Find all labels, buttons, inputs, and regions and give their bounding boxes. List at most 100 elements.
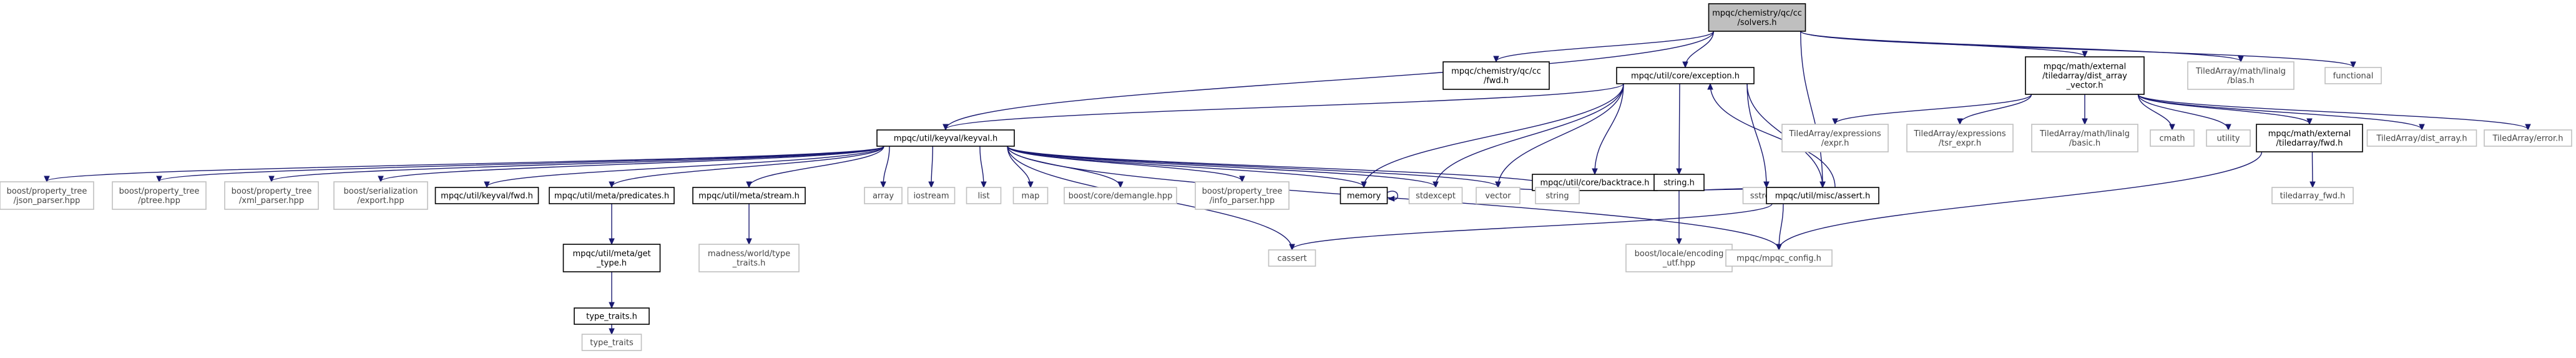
- node-label: boost/serialization: [343, 187, 418, 196]
- node-label: /info_parser.hpp: [1210, 196, 1275, 206]
- node-memory[interactable]: memory: [1339, 187, 1388, 204]
- node-label: /json_parser.hpp: [14, 196, 81, 206]
- node-label: mpqc/util/keyval/fwd.h: [441, 192, 533, 201]
- node-exception[interactable]: mpqc/util/core/exception.h: [1616, 67, 1755, 84]
- edge-ta_fwd-to-mpqc_config: [1776, 151, 2263, 251]
- edge-line: [1007, 146, 1558, 187]
- edge-line: [2137, 94, 2310, 124]
- edge-type_traits_h-to-type_traits: [609, 324, 615, 336]
- node-label: mpqc/util/meta/get: [572, 249, 650, 259]
- edge-arrowhead: [2082, 51, 2088, 58]
- edge-keyval-to-keyval_fwd: [484, 146, 884, 189]
- node-box: [224, 181, 319, 210]
- edge-line: [1291, 203, 1773, 250]
- edge-keyval-to-bpt_xml: [268, 146, 884, 183]
- edge-arrowhead: [1117, 181, 1124, 189]
- edge-dist_array-to-ta_expr: [1832, 94, 2032, 126]
- node-meta_stream[interactable]: mpqc/util/meta/stream.h: [692, 187, 806, 204]
- node-box: [1708, 3, 1806, 32]
- edge-dist_array-to-ta_dist_array: [2137, 94, 2425, 131]
- edge-keyval-to-meta_stream: [746, 146, 884, 189]
- edge-solvers-to-keyval: [943, 31, 1714, 131]
- node-label: /export.hpp: [357, 196, 404, 206]
- edge-arrowhead: [1676, 168, 1682, 176]
- node-box: [864, 187, 903, 204]
- node-ta_error: TiledArray/error.h: [2484, 129, 2572, 147]
- node-label: _type.h: [596, 259, 627, 268]
- node-predicates[interactable]: mpqc/util/meta/predicates.h: [549, 187, 675, 204]
- node-box: [1339, 187, 1388, 204]
- node-keyval[interactable]: mpqc/util/keyval/keyval.h: [876, 129, 1015, 147]
- node-label: madness/world/type: [708, 249, 790, 259]
- edge-line: [883, 146, 890, 187]
- edge-keyval-to-predicates: [609, 146, 884, 189]
- node-label: vector: [1485, 192, 1511, 201]
- edge-arrowhead: [1493, 56, 1499, 63]
- node-label: string: [1545, 192, 1569, 201]
- node-label: mpqc/chemistry/qc/cc: [1712, 9, 1802, 18]
- node-mpqc_config: mpqc/mpqc_config.h: [1725, 249, 1833, 267]
- node-dist_array[interactable]: mpqc/math/external/tiledarray/dist_array…: [2025, 56, 2145, 95]
- node-box: [2366, 129, 2477, 147]
- edge-line: [380, 146, 884, 182]
- node-label: TiledArray/math/linalg: [2039, 129, 2130, 139]
- edge-keyval-to-array: [880, 146, 890, 189]
- edge-arrowhead: [880, 181, 886, 189]
- edge-arrowhead: [484, 181, 490, 189]
- node-box: [562, 244, 661, 272]
- node-label: _utf.hpp: [1662, 259, 1695, 268]
- node-label: TiledArray/math/linalg: [2195, 67, 2286, 76]
- node-string_h[interactable]: string.h: [1653, 174, 1705, 191]
- edge-arrowhead: [2525, 124, 2531, 131]
- node-box: [1781, 124, 1889, 152]
- node-box: [1616, 67, 1755, 84]
- edge-line: [945, 31, 1714, 130]
- node-cassert: cassert: [1268, 249, 1316, 267]
- node-box: [581, 334, 642, 351]
- edge-line: [46, 146, 884, 182]
- edge-arrowhead: [609, 302, 615, 309]
- node-stdexcept: stdexcept: [1408, 187, 1463, 204]
- edge-line: [1710, 84, 1836, 188]
- edge-arrowhead: [981, 181, 987, 189]
- node-functional: functional: [2324, 67, 2382, 84]
- node-ta_fwd[interactable]: mpqc/math/external/tiledarray/fwd.h: [2256, 124, 2363, 152]
- node-keyval_fwd[interactable]: mpqc/util/keyval/fwd.h: [434, 187, 539, 204]
- node-madness_traits: madness/world/type_traits.h: [698, 244, 800, 272]
- node-box: [1012, 187, 1049, 204]
- node-label: mpqc/util/core/exception.h: [1631, 72, 1740, 81]
- edge-line: [1497, 83, 1624, 187]
- edge-arrowhead: [2238, 56, 2244, 63]
- node-demangle: boost/core/demangle.hpp: [1064, 187, 1177, 204]
- edge-exception-to-keyval: [943, 83, 1624, 131]
- node-array: array: [864, 187, 903, 204]
- edge-arrowhead: [156, 176, 162, 183]
- edge-line: [2137, 94, 2422, 130]
- node-get_type[interactable]: mpqc/util/meta/get_type.h: [562, 244, 661, 272]
- node-bpt_info: boost/property_tree/info_parser.hpp: [1195, 181, 1290, 210]
- edge-line: [1746, 83, 1767, 187]
- node-label: boost/locale/encoding: [1635, 249, 1724, 259]
- node-box: [2187, 61, 2294, 90]
- edge-arrowhead: [928, 181, 934, 189]
- edge-get_type-to-type_traits_h: [609, 272, 615, 309]
- edge-line: [931, 146, 933, 187]
- node-box: [1625, 244, 1733, 272]
- node-fwd_cc[interactable]: mpqc/chemistry/qc/cc/fwd.h: [1442, 61, 1550, 90]
- edge-line: [611, 146, 884, 187]
- node-assert[interactable]: mpqc/util/misc/assert.h: [1766, 187, 1879, 204]
- node-backtrace[interactable]: mpqc/util/core/backtrace.h: [1532, 174, 1658, 191]
- node-ta_dist_array: TiledArray/dist_array.h: [2366, 129, 2477, 147]
- node-type_traits_h[interactable]: type_traits.h: [574, 307, 650, 325]
- node-map: map: [1012, 187, 1049, 204]
- edge-line: [748, 146, 884, 187]
- edge-solvers-to-functional: [1800, 31, 2356, 69]
- node-box: [549, 187, 675, 204]
- edge-arrowhead: [2419, 124, 2425, 131]
- edge-line: [486, 146, 884, 187]
- edge-keyval-to-map: [1007, 146, 1034, 189]
- edge-line: [1594, 83, 1624, 174]
- edge-line: [1800, 31, 2241, 62]
- node-label: boost/property_tree: [1202, 187, 1283, 196]
- edge-line: [945, 83, 1624, 130]
